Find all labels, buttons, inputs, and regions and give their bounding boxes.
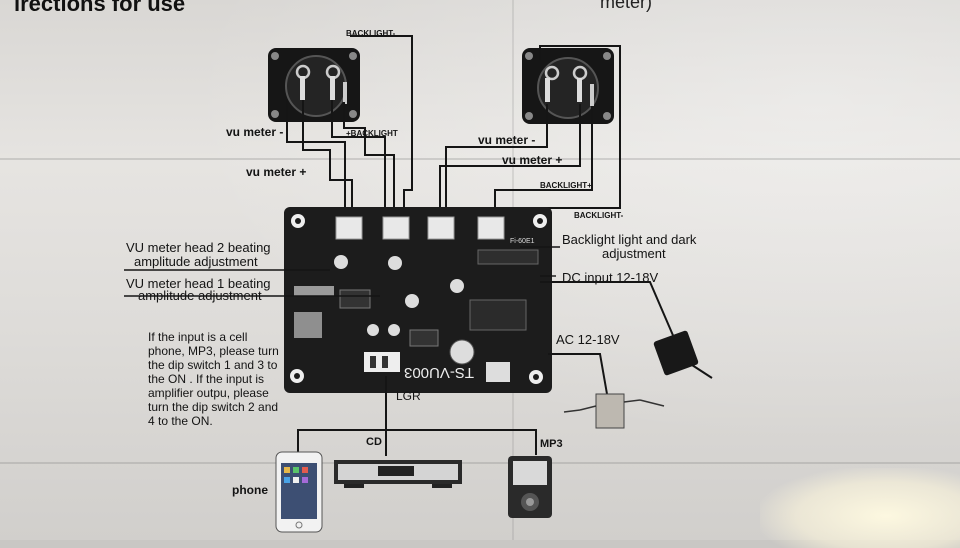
head2-adjust-line2: amplitude adjustment (134, 254, 258, 269)
head1-adjust-line1: VU meter head 1 beating (126, 276, 271, 291)
vu-meter-minus-right-label: vu meter - (478, 133, 536, 147)
backlight-plus-right-label: BACKLIGHT+ (540, 181, 592, 190)
backlight-adjust-line2: adjustment (602, 246, 666, 261)
ac-transformer (548, 353, 665, 429)
vu-meter-plus-left-label: vu meter + (246, 165, 307, 179)
light-glare (760, 468, 960, 548)
wires-left-meter (286, 35, 413, 218)
plus-backlight-label: +BACKLIGHT (346, 129, 398, 138)
source-wiring (297, 376, 537, 456)
circuit-board (284, 207, 552, 393)
paper-fold (0, 462, 960, 464)
head2-adjust-line1: VU meter head 2 beating (126, 240, 271, 255)
vu-meter-minus-left-label: vu meter - (226, 125, 284, 139)
page-heading-right: meter) (600, 0, 653, 12)
vu-meter-left (268, 48, 360, 122)
dc-plug (540, 281, 713, 379)
phone-device (275, 451, 323, 533)
mp3-player-device (508, 456, 552, 518)
cd-label: CD (366, 436, 382, 448)
lgr-label: LGR (396, 389, 421, 403)
dc-input-label: DC input 12-18V (562, 270, 659, 285)
board-small-label: Fi-60E1 (510, 238, 535, 245)
cd-player-device (334, 460, 462, 488)
wires-right-meter (439, 45, 621, 218)
backlight-adjust-line1: Backlight light and dark (562, 232, 697, 247)
phone-label: phone (232, 483, 268, 497)
vu-meter-right (522, 48, 614, 124)
vu-meter-plus-right-label: vu meter + (502, 153, 563, 167)
label-leaders (124, 246, 560, 297)
ac-input-label: AC 12-18V (556, 332, 620, 347)
backlight-minus-right-label: BACKLIGHT- (574, 211, 624, 220)
mp3-label: MP3 (540, 438, 563, 450)
page-heading: irections for use (14, 0, 186, 16)
dip-switch-note: If the input is a cell phone, MP3, pleas… (148, 330, 279, 428)
head1-adjust-line2: amplitude adjustment (138, 288, 262, 303)
paper-fold (0, 158, 960, 160)
board-model-label: TS-VU003 (404, 364, 475, 381)
backlight-minus-top-label: BACKLIGHT- (346, 29, 396, 38)
